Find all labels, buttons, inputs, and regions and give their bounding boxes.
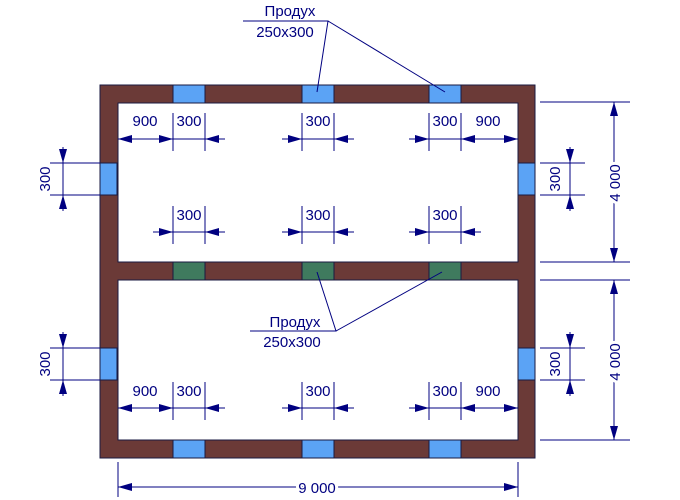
dim-arrow: [566, 195, 574, 209]
dim-arrow: [334, 404, 348, 412]
dim-arrow: [59, 149, 67, 163]
dim-arrow: [159, 228, 173, 236]
vent-middle-2: [428, 261, 462, 281]
dim-vent-width: 300: [305, 207, 330, 224]
dim-ext-line: [50, 332, 100, 396]
vent-top-0: [172, 84, 206, 104]
dim-vent-width-side: 300: [547, 166, 564, 191]
dim-arrow: [504, 483, 518, 491]
dim-room-depth-bottom: 4 000: [607, 343, 624, 381]
vent-bottom-0: [172, 439, 206, 459]
dim-arrow: [205, 228, 219, 236]
dim-arrow: [566, 149, 574, 163]
vent-label-mid-size: 250x300: [263, 334, 321, 351]
dim-overall-width: 9 000: [298, 480, 336, 497]
dim-vent-width: 300: [176, 207, 201, 224]
dim-arrow: [205, 404, 219, 412]
dim-arrow: [566, 334, 574, 348]
dim-arrow: [415, 404, 429, 412]
dim-vent-width: 300: [305, 383, 330, 400]
dim-arrow: [566, 380, 574, 394]
dim-vent-width-side: 300: [37, 351, 54, 376]
vent-side-0: [99, 162, 118, 196]
dim-vent-width: 300: [176, 383, 201, 400]
dim-vent-width: 300: [432, 207, 457, 224]
dim-vent-width: 300: [176, 113, 201, 130]
dim-arrow: [610, 102, 618, 116]
dim-vent-width: 300: [432, 383, 457, 400]
dim-arrow: [118, 135, 132, 143]
dim-edge-offset-right: 900: [475, 113, 500, 130]
dim-edge-offset-left: 900: [132, 113, 157, 130]
dim-room-depth-top: 4 000: [607, 164, 624, 202]
vent-bottom-1: [301, 439, 335, 459]
vent-side-2: [517, 162, 536, 196]
dim-ext-line: [50, 147, 100, 211]
dim-vent-width: 300: [305, 113, 330, 130]
dim-vent-width-side: 300: [37, 166, 54, 191]
vent-middle-1: [301, 261, 335, 281]
vent-side-3: [517, 347, 536, 381]
vent-middle-0: [172, 261, 206, 281]
vent-leader-mid: [250, 271, 443, 332]
dim-arrow: [610, 248, 618, 262]
vent-bottom-2: [428, 439, 462, 459]
dim-arrow: [59, 380, 67, 394]
dim-arrow: [415, 228, 429, 236]
dim-arrow: [415, 135, 429, 143]
dim-arrow: [504, 404, 518, 412]
dim-vent-width: 300: [432, 113, 457, 130]
dim-edge-offset-left: 900: [132, 383, 157, 400]
dim-arrow: [288, 404, 302, 412]
dim-arrow: [118, 483, 132, 491]
vent-top-2: [428, 84, 462, 104]
dim-arrow: [461, 228, 475, 236]
dim-arrow: [334, 135, 348, 143]
vent-side-1: [99, 347, 118, 381]
dim-edge-offset-right: 900: [475, 383, 500, 400]
vent-label-top-title: Продух: [265, 3, 316, 20]
dim-arrow: [59, 334, 67, 348]
vent-leader-top: [243, 20, 446, 93]
dim-arrow: [334, 228, 348, 236]
dim-arrow: [288, 228, 302, 236]
dim-arrow: [504, 135, 518, 143]
dim-arrow: [288, 135, 302, 143]
dim-arrow: [59, 195, 67, 209]
vent-label-mid-title: Продух: [270, 314, 321, 331]
dim-arrow: [205, 135, 219, 143]
dim-arrow: [118, 404, 132, 412]
dim-line-overall: [117, 462, 519, 497]
dim-ext-lines-right: [540, 101, 630, 441]
dim-vent-width-side: 300: [547, 351, 564, 376]
vent-label-top-size: 250x300: [256, 24, 314, 41]
dim-arrow: [610, 280, 618, 294]
dim-arrow: [610, 426, 618, 440]
